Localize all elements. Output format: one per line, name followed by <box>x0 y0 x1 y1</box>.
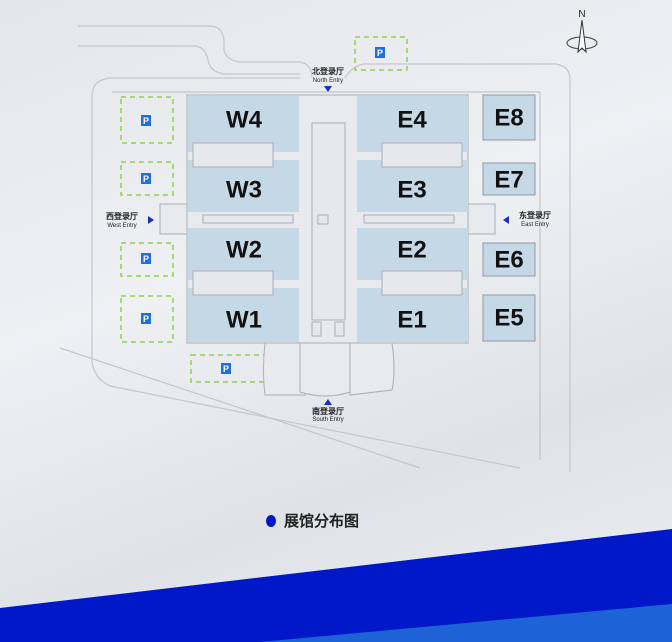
hall-E1[interactable]: E1 <box>397 307 426 334</box>
parking-icon: P <box>143 314 149 324</box>
parking-icon: P <box>143 174 149 184</box>
hall-E2[interactable]: E2 <box>397 237 426 264</box>
parking-icon: P <box>143 116 149 126</box>
parking-icon: P <box>143 254 149 264</box>
hall-E4[interactable]: E4 <box>397 107 427 134</box>
hall-E5[interactable]: E5 <box>494 305 523 332</box>
hall-E7[interactable]: E7 <box>494 167 523 194</box>
legend-title: 展馆分布图 <box>284 513 360 530</box>
compass-icon: N <box>566 9 598 54</box>
legend: 展馆分布图 <box>266 510 359 531</box>
south-arrow-icon <box>324 399 332 405</box>
south-entry-cn: 南登录厅 <box>312 406 344 416</box>
blue-band-light <box>260 604 672 642</box>
roads <box>59 25 571 472</box>
east-entry-cn: 东登录厅 <box>519 210 551 220</box>
east-arrow-icon <box>503 216 509 224</box>
hall-W2[interactable]: W2 <box>226 237 262 264</box>
side-halls <box>482 94 536 342</box>
north-arrow-icon <box>324 86 332 92</box>
west-entry-cn: 西登录厅 <box>106 211 138 221</box>
south-entry-en: South Entry <box>312 417 343 423</box>
hall-E6[interactable]: E6 <box>494 247 523 274</box>
hall-labels: W4 W3 W2 W1 E4 E3 E2 E1 E8 E7 E6 E5 <box>226 105 524 334</box>
hall-W4[interactable]: W4 <box>226 107 263 134</box>
north-entry-en: North Entry <box>313 78 343 84</box>
hall-E8[interactable]: E8 <box>494 105 523 132</box>
parking-icon: P <box>377 48 383 58</box>
legend-dot-icon <box>266 514 276 527</box>
parking-icon: P <box>223 364 229 374</box>
svg-text:N: N <box>578 9 585 20</box>
hall-E3[interactable]: E3 <box>397 177 426 204</box>
north-entry-cn: 北登录厅 <box>312 66 344 76</box>
corridors <box>192 122 463 337</box>
west-entry-en: West Entry <box>107 223 136 229</box>
west-arrow-icon <box>148 216 154 224</box>
parking-icons: P P P P P P <box>141 47 385 374</box>
east-entry-en: East Entry <box>521 222 549 228</box>
entries: 北登录厅 North Entry 南登录厅 South Entry 西登录厅 W… <box>106 66 551 423</box>
hall-W1[interactable]: W1 <box>226 307 262 334</box>
hall-W3[interactable]: W3 <box>226 177 262 204</box>
blue-band <box>0 529 672 642</box>
